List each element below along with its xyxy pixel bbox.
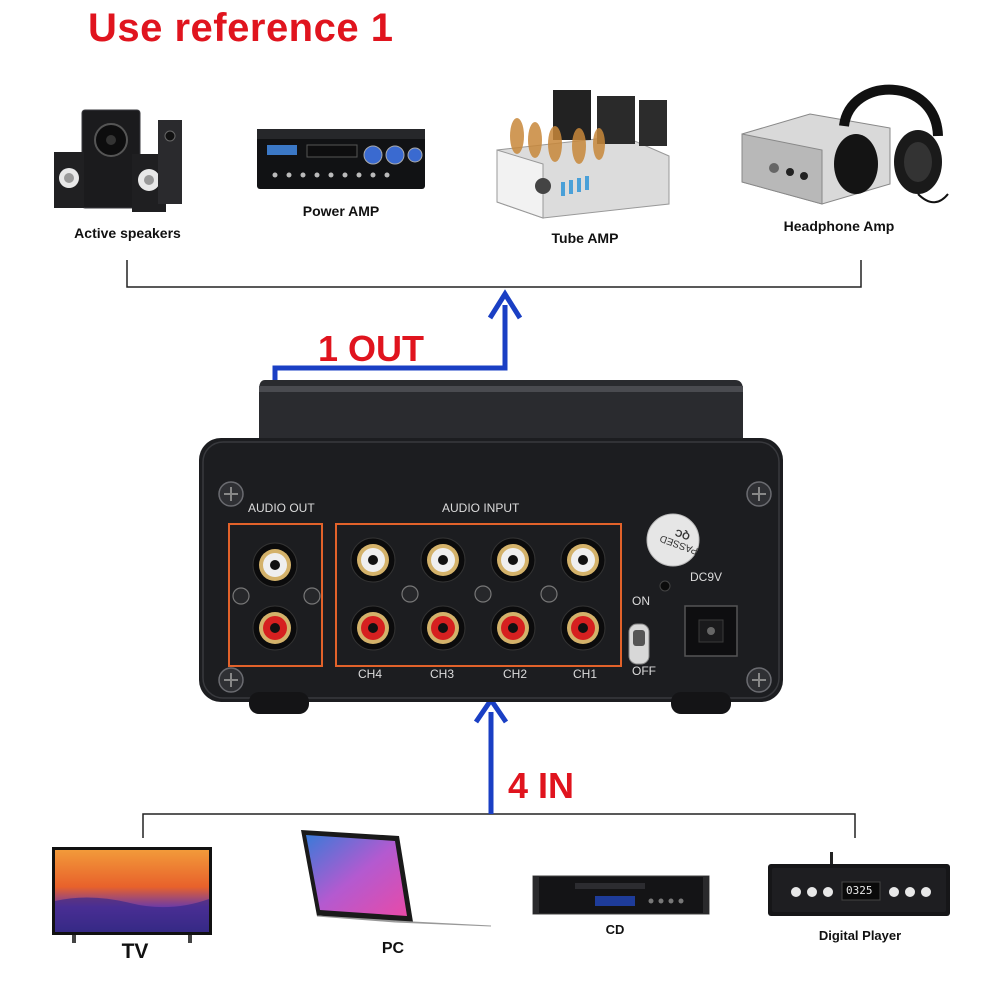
input-bracket (142, 813, 856, 838)
headphone-amp-image (741, 84, 949, 205)
audio-out-jack-white (252, 542, 298, 588)
in-label: 4 IN (508, 765, 575, 806)
input-label-tv: TV (121, 940, 149, 963)
power-amp-image (257, 129, 425, 189)
ch3-jack-white (420, 537, 466, 583)
audio-input-box (335, 523, 622, 667)
output-label-headphone-amp: Headphone Amp (783, 218, 895, 234)
dc-jack (684, 605, 738, 657)
power-label: DC9V (690, 570, 723, 584)
input-label-pc: PC (381, 940, 405, 957)
diagram-title: Use reference 1 (88, 6, 394, 50)
ch1-label: CH1 (573, 667, 598, 681)
audio-out-label: AUDIO OUT (248, 501, 315, 515)
out-arrowhead (487, 289, 523, 320)
switch-off-label: OFF (632, 664, 656, 678)
digital-player-image (768, 852, 950, 916)
ch4-jack-white (350, 537, 396, 583)
ch1-jack-white (560, 537, 606, 583)
ch1-jack-red (560, 605, 606, 651)
active-speakers-image (54, 109, 182, 212)
input-label-digital-player: Digital Player (818, 928, 902, 943)
cd-image (532, 875, 710, 915)
audio-out-jack-red (252, 605, 298, 651)
tube-amp-image (496, 90, 670, 219)
ch3-jack-red (420, 605, 466, 651)
player-display: 0325 (846, 884, 873, 897)
ch4-label: CH4 (358, 667, 383, 681)
output-label-active-speakers: Active speakers (74, 225, 181, 241)
ch2-jack-white (490, 537, 536, 583)
qc-sticker (646, 513, 700, 567)
ch2-label: CH2 (503, 667, 528, 681)
tv-image (52, 847, 212, 943)
audio-input-label: AUDIO INPUT (442, 501, 520, 515)
pc-image (301, 830, 492, 927)
output-bracket (126, 260, 862, 288)
switch-on-label: ON (632, 594, 650, 608)
out-label: 1 OUT (318, 328, 425, 369)
switcher-device (199, 380, 783, 714)
ch2-jack-red (490, 605, 536, 651)
output-label-tube-amp: Tube AMP (551, 230, 619, 246)
ch4-jack-red (350, 605, 396, 651)
ch3-label: CH3 (430, 667, 455, 681)
input-label-cd: CD (605, 922, 625, 937)
audio-out-box (228, 523, 323, 667)
output-label-power-amp: Power AMP (302, 203, 380, 219)
